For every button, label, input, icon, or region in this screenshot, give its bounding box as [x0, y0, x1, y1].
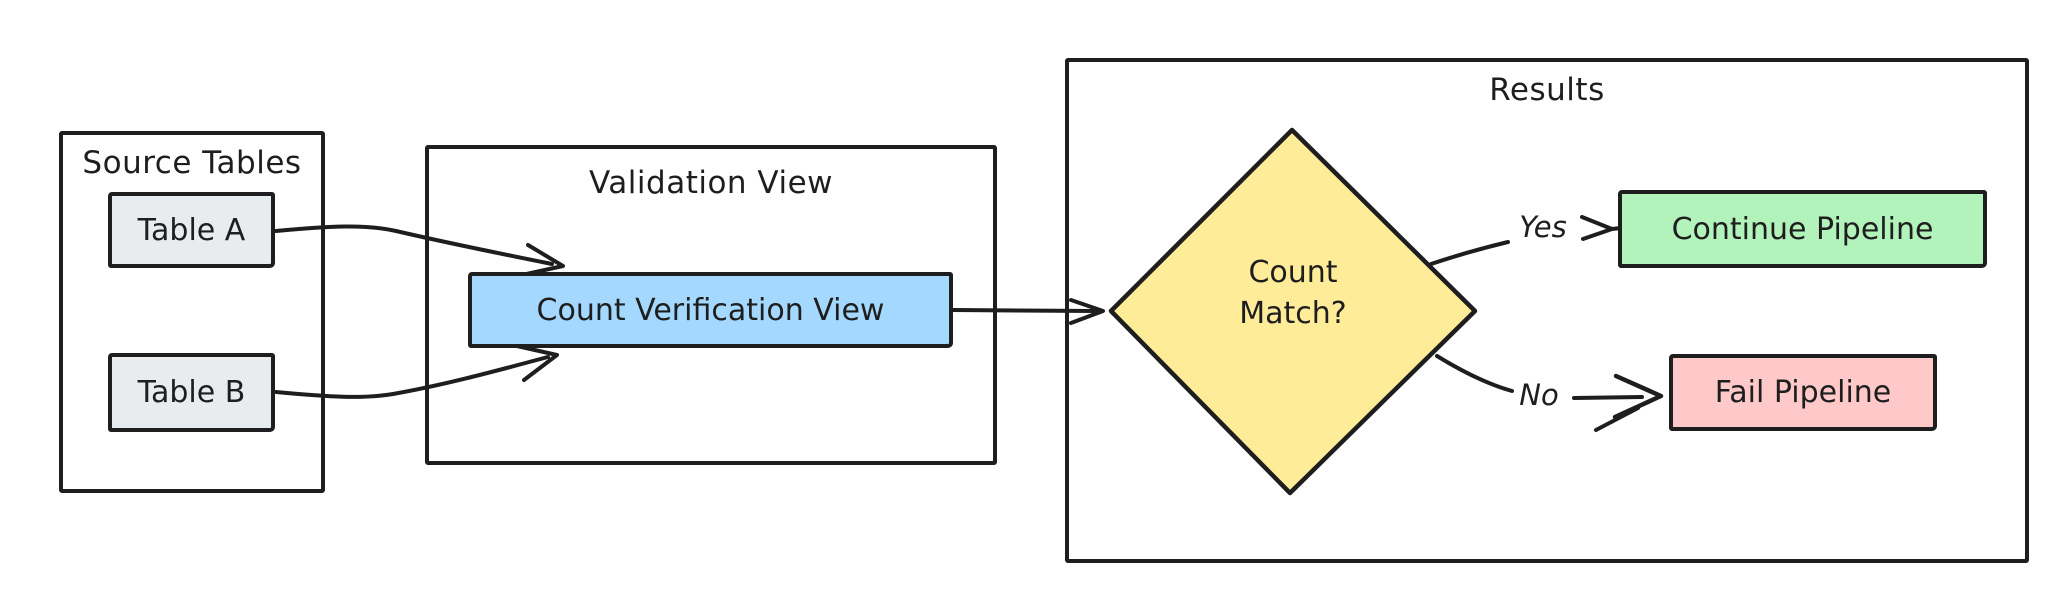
node-continue-pipeline[interactable]: Continue Pipeline	[1618, 190, 1987, 268]
table-a-label: Table A	[137, 212, 246, 248]
continue-pipeline-label: Continue Pipeline	[1671, 211, 1934, 247]
fail-pipeline-label: Fail Pipeline	[1714, 375, 1892, 410]
count-verification-view-label: Count Verification View	[536, 292, 885, 328]
results-title: Results	[1489, 72, 1605, 108]
node-table-b[interactable]: Table B	[108, 353, 275, 432]
source-tables-title: Source Tables	[82, 145, 302, 181]
edge-label-yes: Yes	[1519, 210, 1567, 244]
count-match-label: Count Match?	[1239, 255, 1347, 332]
validation-view-title: Validation View	[589, 165, 833, 201]
node-count-verification-view[interactable]: Count Verification View	[468, 272, 953, 348]
table-b-label: Table B	[137, 375, 246, 410]
node-table-a[interactable]: Table A	[108, 192, 275, 268]
group-validation-view: Validation View	[425, 145, 997, 465]
group-source-tables: Source Tables	[59, 131, 325, 493]
node-fail-pipeline[interactable]: Fail Pipeline	[1669, 354, 1937, 431]
edge-label-no: No	[1519, 378, 1559, 412]
